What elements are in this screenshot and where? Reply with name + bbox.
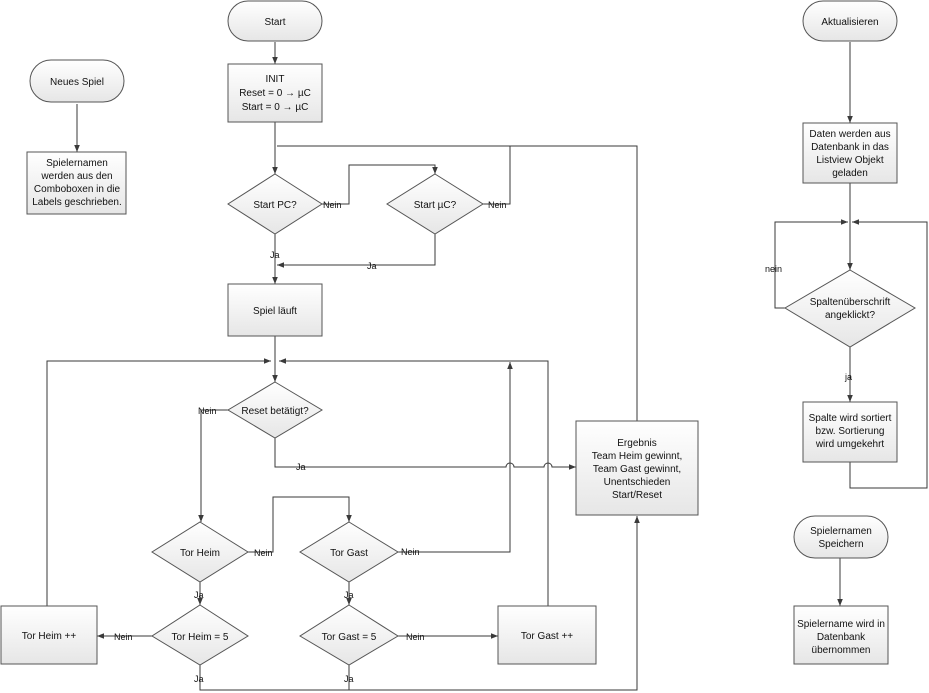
ergebnis-line-3: Team Gast gewinnt, <box>593 464 681 475</box>
spielername-uebernommen-process: Spielername wird in Datenbank übernommen <box>793 605 889 665</box>
spielernamen-labels-line-1: Spielernamen <box>46 158 108 169</box>
edge-label-start-pc-ja: Ja <box>270 250 280 260</box>
ergebnis-process: Ergebnis Team Heim gewinnt, Team Gast ge… <box>575 420 699 516</box>
tor-heim-decision: Tor Heim <box>151 521 249 583</box>
spielernamen-labels-line-4: Labels geschrieben. <box>32 197 122 208</box>
edge-label-tor-gast-5-ja: Ja <box>344 674 354 684</box>
init-line-1: INIT <box>266 74 285 85</box>
edge-label-tor-heim-5-ja: Ja <box>194 674 204 684</box>
start-uc-label: Start µC? <box>414 200 457 211</box>
spielername-uebernommen-line-2: Datenbank <box>817 632 866 643</box>
edge-label-start-pc-nein: Nein <box>323 200 342 210</box>
edge-label-reset-nein: Nein <box>198 406 217 416</box>
edge-label-start-uc-ja: Ja <box>367 261 377 271</box>
edge-label-tor-gast-5-nein: Nein <box>406 632 425 642</box>
spalte-sortiert-line-1: Spalte wird sortiert <box>809 413 892 424</box>
spielernamen-labels-line-2: werden aus den <box>40 171 112 182</box>
daten-geladen-line-3: Listview Objekt <box>816 155 883 166</box>
neues-spiel-terminator: Neues Spiel <box>29 59 125 103</box>
ergebnis-line-1: Ergebnis <box>617 438 656 449</box>
edge-label-start-uc-nein: Nein <box>488 200 507 210</box>
daten-geladen-line-2: Datenbank in das <box>811 142 889 153</box>
spielernamen-speichern-line-1: Spielernamen <box>810 526 872 537</box>
start-uc-decision: Start µC? <box>386 173 484 235</box>
init-line-2: Reset = 0 → µC <box>239 88 311 99</box>
spielername-uebernommen-line-1: Spielername wird in <box>797 619 885 630</box>
tor-gast-decision: Tor Gast <box>299 521 399 583</box>
init-line-3: Start = 0 → µC <box>242 102 309 113</box>
tor-heim-label: Tor Heim <box>180 548 220 559</box>
tor-heim-increment-process: Tor Heim ++ <box>0 605 98 665</box>
edge-label-tor-gast-ja: Ja <box>344 590 354 600</box>
spaltenueberschrift-line-1: Spaltenüberschrift <box>810 297 891 308</box>
spielernamen-speichern-line-2: Speichern <box>818 539 863 550</box>
tor-heim-increment-label: Tor Heim ++ <box>22 631 77 642</box>
tor-gast-increment-label: Tor Gast ++ <box>521 631 573 642</box>
reset-label: Reset betätigt? <box>241 406 309 417</box>
tor-gast-5-decision: Tor Gast = 5 <box>299 604 399 666</box>
spielernamen-labels-line-3: Comboboxen in die <box>34 184 121 195</box>
spielernamen-speichern-terminator: Spielernamen Speichern <box>793 515 889 559</box>
reset-decision: Reset betätigt? <box>227 381 323 439</box>
edge-label-tor-gast-nein: Nein <box>401 547 420 557</box>
ergebnis-line-4: Unentschieden <box>604 477 671 488</box>
daten-geladen-line-4: geladen <box>832 168 868 179</box>
start-pc-decision: Start PC? <box>227 173 323 235</box>
spielername-uebernommen-line-3: übernommen <box>812 645 871 656</box>
connectors <box>46 42 928 691</box>
edge-label-tor-heim-5-nein: Nein <box>114 632 133 642</box>
edge-label-spalte-nein: nein <box>765 264 782 274</box>
edge-label-spalte-ja: ja <box>844 372 852 382</box>
spalte-sortiert-process: Spalte wird sortiert bzw. Sortierung wir… <box>802 401 898 463</box>
daten-geladen-process: Daten werden aus Datenbank in das Listvi… <box>802 122 898 184</box>
spaltenueberschrift-line-2: angeklickt? <box>825 310 875 321</box>
start-terminator: Start <box>227 0 323 42</box>
aktualisieren-label: Aktualisieren <box>821 17 878 28</box>
init-process: INIT Reset = 0 → µC Start = 0 → µC <box>227 63 323 123</box>
tor-gast-5-label: Tor Gast = 5 <box>322 632 377 643</box>
neues-spiel-label: Neues Spiel <box>50 77 104 88</box>
tor-heim-5-label: Tor Heim = 5 <box>172 632 229 643</box>
start-label: Start <box>264 17 285 28</box>
spiel-laeuft-label: Spiel läuft <box>253 306 297 317</box>
spalte-sortiert-line-3: wird umgekehrt <box>815 439 885 450</box>
ergebnis-line-2: Team Heim gewinnt, <box>592 451 683 462</box>
spalte-sortiert-line-2: bzw. Sortierung <box>816 426 885 437</box>
aktualisieren-terminator: Aktualisieren <box>802 0 898 42</box>
ergebnis-line-5: Start/Reset <box>612 490 662 501</box>
spaltenueberschrift-decision: Spaltenüberschrift angeklickt? <box>784 269 916 348</box>
spielernamen-labels-process: Spielernamen werden aus den Comboboxen i… <box>26 151 127 215</box>
edge-labels: Nein Nein Ja Ja Nein Ja Nein Nein Ja Ja … <box>114 200 852 684</box>
start-pc-label: Start PC? <box>253 200 297 211</box>
daten-geladen-line-1: Daten werden aus <box>809 129 890 140</box>
tor-gast-increment-process: Tor Gast ++ <box>497 605 597 665</box>
edge-label-tor-heim-ja: Ja <box>194 590 204 600</box>
edge-label-tor-heim-nein: Nein <box>254 548 273 558</box>
spiel-laeuft-process: Spiel läuft <box>227 283 323 337</box>
edge-label-reset-ja: Ja <box>296 462 306 472</box>
tor-gast-label: Tor Gast <box>330 548 368 559</box>
tor-heim-5-decision: Tor Heim = 5 <box>151 604 249 666</box>
